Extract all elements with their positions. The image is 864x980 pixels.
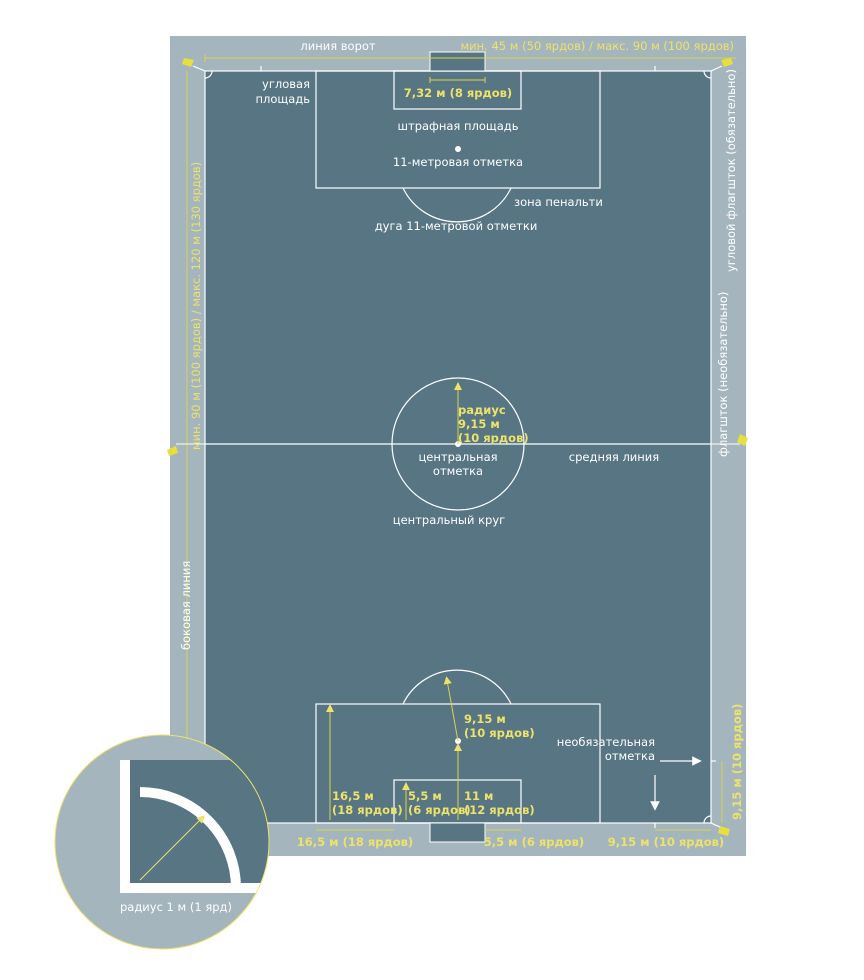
width-range-label: мин. 45 м (50 ярдов) / макс. 90 м (100 я…	[460, 39, 734, 53]
radius-label-2: 9,15 м	[458, 417, 500, 431]
corner-magnifier: радиус 1 м (1 ярд)	[54, 734, 270, 950]
optional-mark-label-1: необязательная	[557, 735, 655, 749]
pa-side-label: 16,5 м (18 ярдов)	[297, 835, 413, 849]
corner-area-label-1: угловая	[262, 77, 310, 91]
ga-depth-label-2: (6 ярдов)	[408, 803, 471, 817]
penalty-mark-label: 11-метровая отметка	[393, 155, 523, 169]
pa-depth-label-2: (18 ярдов)	[332, 803, 403, 817]
ga-depth-label-1: 5,5 м	[408, 789, 442, 803]
corner-flag-required-label: угловой флагшток (обязательно)	[724, 69, 738, 272]
flag-optional-label: флагшток (необязательно)	[716, 292, 730, 457]
penalty-arc-label: дуга 11-метровой отметки	[375, 219, 538, 233]
corner-h-label: 9,15 м (10 ярдов)	[608, 835, 724, 849]
corner-area-label-2: площадь	[255, 92, 310, 106]
pm-distance-label-2: (12 ярдов)	[464, 803, 535, 817]
top-goal	[429, 51, 486, 72]
radius-label-3: (10 ярдов)	[458, 431, 529, 445]
optional-mark-label-2: отметка	[605, 749, 655, 763]
corner-radius-label: радиус 1 м (1 ярд)	[120, 900, 232, 914]
corner-arc-tl	[204, 70, 213, 79]
center-circle	[391, 377, 525, 511]
corner-flag-tr	[710, 58, 733, 72]
corner-flag-br	[710, 822, 730, 836]
goal-width-label: 7,32 м (8 ярдов)	[404, 86, 512, 100]
goal-line-label: линия ворот	[300, 39, 376, 53]
bottom-goal	[429, 822, 486, 843]
corner-arc-br	[703, 815, 712, 824]
length-range-label: мин. 90 м (100 ярдов) / макс. 120 м (130…	[189, 162, 203, 450]
bottom-penalty-arc	[402, 669, 512, 705]
top-penalty-mark	[455, 146, 461, 152]
penalty-area-label: штрафная площадь	[397, 119, 518, 133]
top-penalty-arc	[402, 187, 512, 223]
halfway-line-label: средняя линия	[569, 450, 659, 464]
arc-radius-arrow	[443, 676, 459, 742]
halfway-flag-right	[711, 434, 748, 446]
corner-flag-tl	[182, 58, 206, 72]
center-mark-label-1: центральная	[418, 450, 497, 464]
pm-distance-label-1: 11 м	[464, 789, 493, 803]
arc-distance-label-1: 9,15 м	[464, 712, 506, 726]
center-mark-label-2: отметка	[433, 464, 483, 478]
arc-distance-label-2: (10 ярдов)	[464, 726, 535, 740]
radius-label-1: радиус	[458, 403, 506, 417]
ga-side-label: 5,5 м (6 ярдов)	[484, 835, 584, 849]
corner-arc-tr	[703, 70, 712, 79]
penalty-zone-label: зона пенальти	[514, 195, 603, 209]
center-circle-label: центральный круг	[393, 513, 505, 527]
pa-depth-label-1: 16,5 м	[332, 789, 374, 803]
halfway-flag-left	[167, 443, 205, 456]
corner-v-label: 9,15 м (10 ярдов)	[730, 704, 744, 820]
touchline-label: боковая линия	[179, 561, 193, 650]
